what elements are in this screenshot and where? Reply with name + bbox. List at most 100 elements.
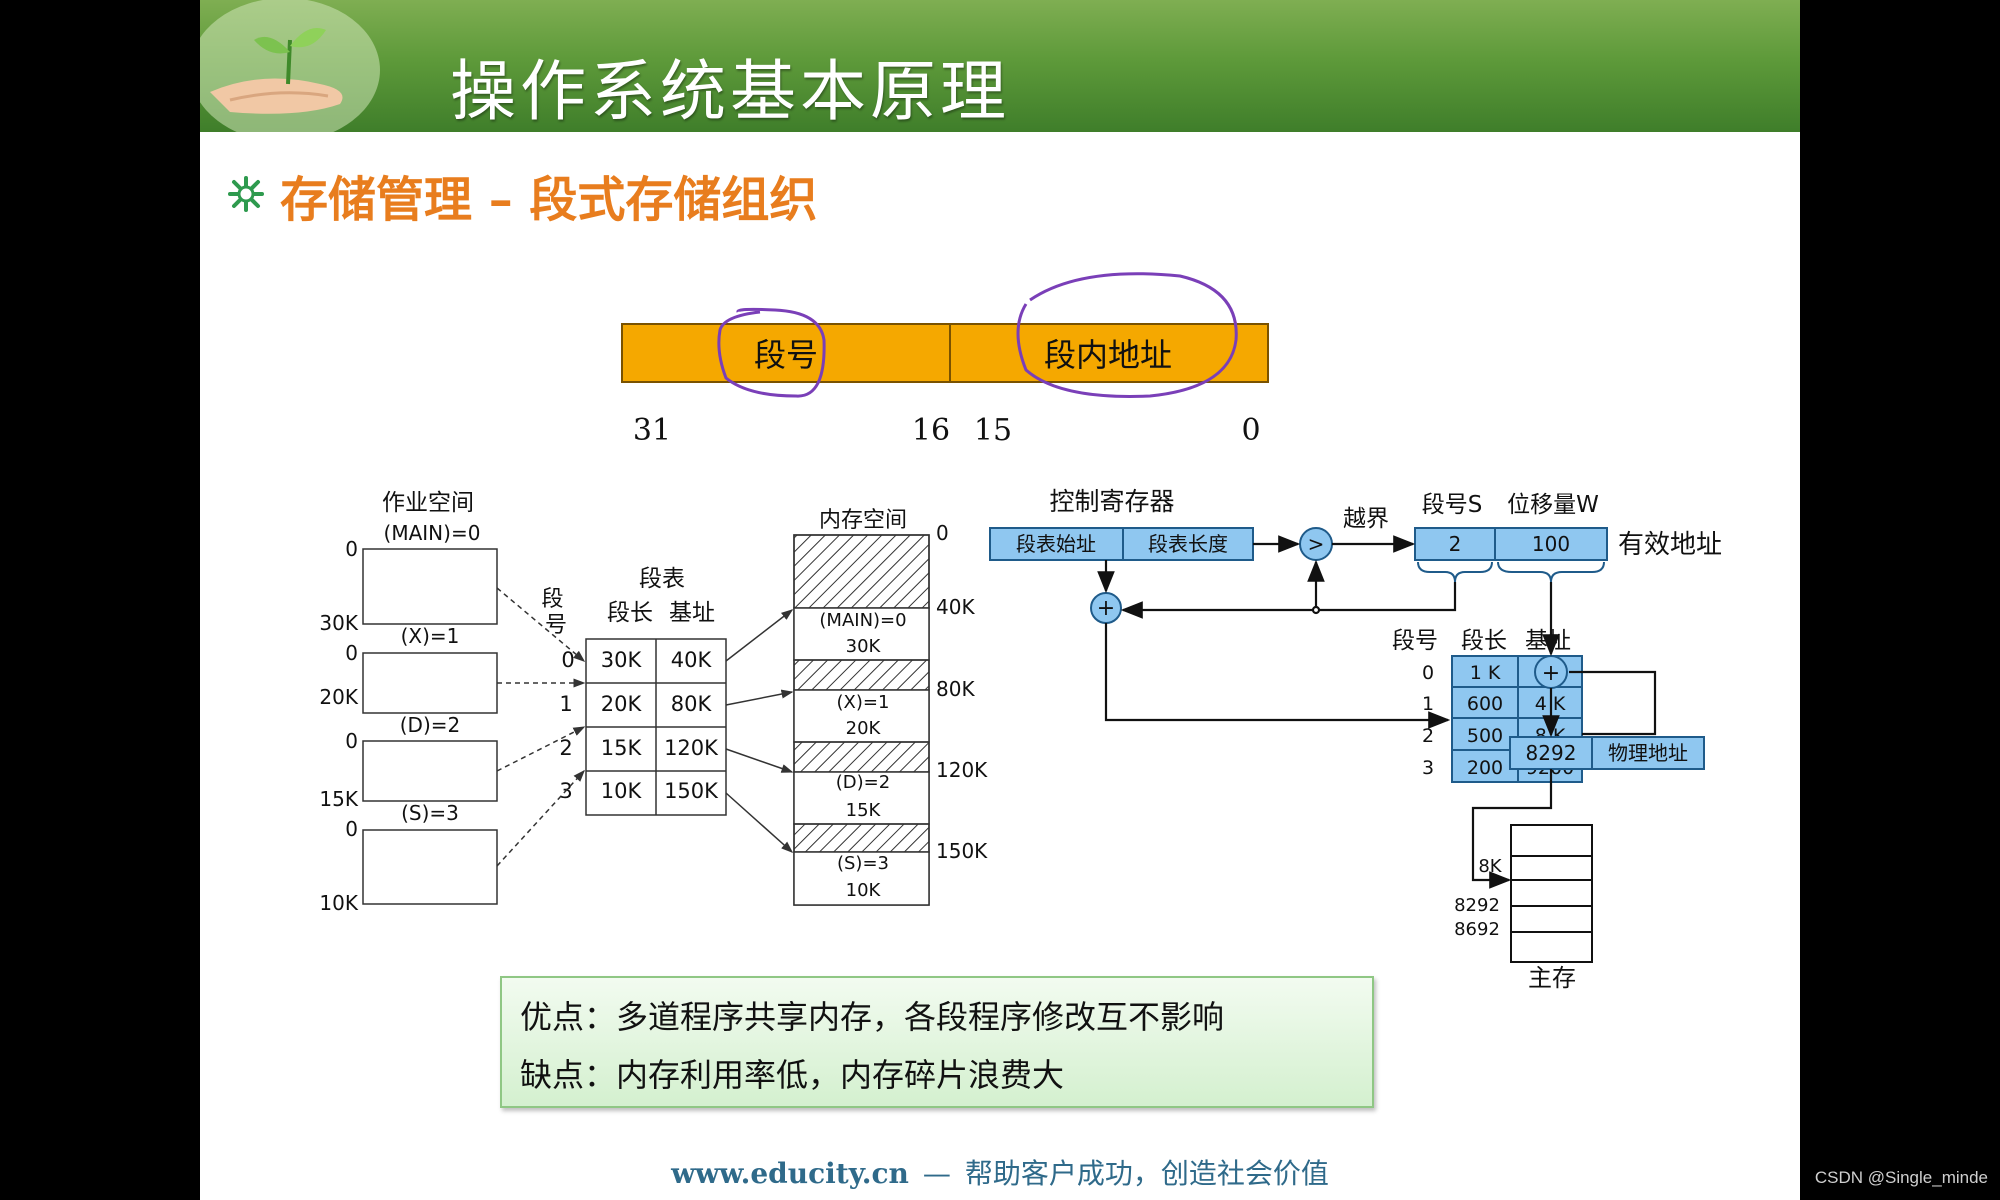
memory-block-0-size: 30K [846, 636, 882, 657]
footer-separator: — [922, 1157, 951, 1190]
rt-row-1-no: 1 [1422, 693, 1434, 715]
physical-label-cell [1591, 736, 1705, 770]
memory-block-1-name: (X)=1 [837, 692, 890, 713]
job-segment-2-bottom: 15K [319, 787, 358, 811]
annotation-circle-offset [1016, 272, 1238, 398]
rt-row-1-length: 600 [1467, 693, 1503, 715]
memory-block-0-name: (MAIN)=0 [819, 610, 906, 631]
header-banner: 操作系统基本原理 [200, 0, 1800, 132]
job-segment-0-label: (MAIN)=0 [384, 521, 481, 545]
rt-row-3-no: 3 [1422, 757, 1434, 779]
memory-block-3-size: 10K [846, 880, 882, 901]
rt-row-2-length: 500 [1467, 725, 1503, 747]
segment-table-col-segment: 段 号 [541, 587, 570, 638]
job-space-title: 作业空间 [382, 490, 474, 516]
bit-0: 0 [1241, 413, 1260, 448]
job-segment-2-label: (D)=2 [400, 713, 461, 737]
job-segment-0-bottom: 30K [319, 611, 358, 635]
memory-free-1 [793, 659, 930, 691]
out-of-bounds-label: 越界 [1343, 506, 1389, 532]
main-memory [1510, 824, 1593, 963]
segmentation-diagram: 段号 段内地址 31 16 15 0 作业空间 (MAIN)=0 0 30K (… [319, 272, 1722, 992]
segment-table-col-base: 基址 [669, 600, 715, 626]
memory-block-s [793, 851, 930, 906]
job-segment-0-top: 0 [345, 537, 358, 561]
memory-block-d [793, 771, 930, 825]
memory-address-120k: 120K [936, 758, 988, 782]
mem-mark-8k: 8K [1478, 856, 1502, 877]
table-start-label: 段表始址 [1016, 532, 1096, 556]
footer-slogan: 帮助客户成功，创造社会价值 [964, 1157, 1329, 1190]
job-segment-3 [362, 829, 498, 905]
bit-16: 16 [912, 413, 950, 448]
rt-row-0-length: 1 K [1470, 662, 1501, 684]
footer: www.educity.cn — 帮助客户成功，创造社会价值 [200, 1152, 1800, 1192]
job-segment-0 [362, 548, 498, 625]
segment-table: 段表 段长 基址 段 号 0 30K 40K 1 20K 80K 2 15K 1… [541, 566, 727, 816]
physical-label: 物理地址 [1608, 741, 1688, 765]
comparator-symbol: > [1308, 532, 1325, 556]
job-segment-2-top: 0 [345, 729, 358, 753]
rt-col-length: 段长 [1461, 628, 1507, 654]
segment-row-0-base: 40K [671, 648, 713, 672]
table-to-memory-arrows [725, 609, 794, 853]
job-segment-1-label: (X)=1 [401, 624, 460, 648]
segment-row-3-length: 10K [601, 779, 643, 803]
offset-w-cell [1494, 527, 1608, 561]
seedling-hand-logo [200, 0, 380, 132]
segment-number-field [621, 323, 951, 383]
bit-15: 15 [974, 413, 1012, 448]
segment-table-col-length: 段长 [607, 600, 653, 626]
address-translation: 控制寄存器 段表始址 段表长度 > 越界 段号S 位移量W 2 100 有效地址… [989, 487, 1722, 992]
adder-1-symbol: + [1097, 596, 1115, 621]
table-length-label: 段表长度 [1148, 532, 1228, 556]
mem-mark-8692: 8692 [1454, 919, 1500, 940]
memory-address-40k: 40K [936, 595, 975, 619]
rt-row-0-no: 0 [1422, 662, 1434, 684]
memory-free-3 [793, 823, 930, 853]
main-memory-label: 主存 [1528, 964, 1576, 992]
bit-31: 31 [633, 413, 671, 448]
segment-row-2-length: 15K [601, 736, 643, 760]
memory-free-2 [793, 741, 930, 773]
rt-row-2-no: 2 [1422, 725, 1434, 747]
segment-table-title: 段表 [639, 566, 685, 592]
job-segment-3-top: 0 [345, 817, 358, 841]
slide: 操作系统基本原理 存储管理 – 段式存储组织 段号 [200, 0, 1800, 1200]
segment-row-1-base: 80K [671, 692, 713, 716]
physical-value: 8292 [1526, 741, 1577, 765]
section-subtitle: 存储管理 – 段式存储组织 [280, 172, 818, 228]
segment-s-value: 2 [1449, 532, 1462, 556]
logical-address-label: 有效地址 [1618, 530, 1722, 560]
memory-free-0 [793, 534, 930, 609]
segment-row-2-no: 2 [559, 736, 572, 760]
memory-block-2-name: (D)=2 [836, 772, 890, 793]
job-segment-2 [362, 740, 498, 802]
segment-row-3-base: 150K [664, 779, 719, 803]
table-length-cell [1122, 527, 1254, 561]
table-start-cell [989, 527, 1124, 561]
rt-row-3-length: 200 [1467, 757, 1503, 779]
segment-col-char-2: 号 [545, 613, 567, 638]
snowflake-bullet-icon [228, 176, 264, 212]
job-segment-3-bottom: 10K [319, 891, 358, 915]
segment-col-char-1: 段 [541, 587, 563, 612]
memory-block-2-size: 15K [846, 800, 882, 821]
address-format: 段号 段内地址 31 16 15 0 [621, 272, 1269, 448]
footer-url: www.educity.cn [671, 1157, 909, 1190]
memory-space-title: 内存空间 [819, 508, 907, 533]
segment-number-label: 段号 [754, 336, 818, 374]
segment-row-0-no: 0 [561, 648, 574, 672]
segment-row-2-base: 120K [664, 736, 719, 760]
adder-2-symbol: + [1542, 661, 1560, 686]
memory-block-3-name: (S)=3 [837, 853, 889, 874]
job-segment-1-top: 0 [345, 641, 358, 665]
job-to-table-arrows [496, 587, 586, 867]
cons-text: 缺点：内存利用率低，内存碎片浪费大 [520, 1056, 1065, 1094]
banner-title: 操作系统基本原理 [450, 53, 1010, 130]
pros-text: 优点：多道程序共享内存，各段程序修改互不影响 [520, 998, 1225, 1036]
control-register-title: 控制寄存器 [1049, 487, 1174, 516]
memory-space: 内存空间 (MAIN)=0 30K (X)=1 20K (D)=2 15K (S… [793, 508, 988, 906]
offset-w-label: 位移量W [1507, 492, 1599, 518]
segment-s-cell [1414, 527, 1496, 561]
